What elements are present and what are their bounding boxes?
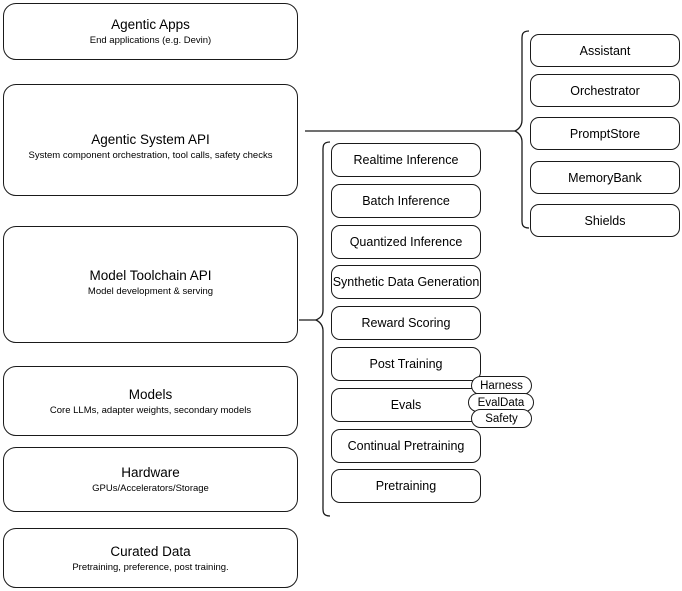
- component-reward-scoring[interactable]: Reward Scoring: [331, 306, 481, 340]
- layer-hardware[interactable]: Hardware GPUs/Accelerators/Storage: [3, 447, 298, 512]
- component-label: Synthetic Data Generation: [332, 275, 480, 289]
- layer-title: Agentic Apps: [111, 17, 190, 32]
- component-label: Reward Scoring: [361, 316, 451, 330]
- layer-title: Curated Data: [110, 543, 191, 559]
- component-memorybank[interactable]: MemoryBank: [530, 161, 680, 194]
- component-label: PromptStore: [569, 126, 641, 141]
- component-label: Quantized Inference: [349, 235, 463, 249]
- component-quantized-inference[interactable]: Quantized Inference: [331, 225, 481, 259]
- layer-models[interactable]: Models Core LLMs, adapter weights, secon…: [3, 366, 298, 436]
- component-post-training[interactable]: Post Training: [331, 347, 481, 381]
- layer-text-block: Hardware GPUs/Accelerators/Storage: [92, 464, 209, 495]
- component-label: Pretraining: [375, 479, 437, 493]
- layer-title: Model Toolchain API: [89, 268, 212, 283]
- layer-subtitle: Pretraining, preference, post training.: [72, 561, 229, 573]
- component-orchestrator[interactable]: Orchestrator: [530, 74, 680, 107]
- layer-subtitle: GPUs/Accelerators/Storage: [92, 483, 209, 494]
- component-label: Realtime Inference: [353, 153, 459, 167]
- layer-text-block: Model Toolchain API Model development & …: [88, 267, 213, 298]
- component-pretraining[interactable]: Pretraining: [331, 469, 481, 503]
- component-label: Continual Pretraining: [347, 439, 465, 453]
- component-promptstore[interactable]: PromptStore: [530, 117, 680, 150]
- layer-subtitle: End applications (e.g. Devin): [89, 35, 212, 46]
- component-assistant[interactable]: Assistant: [530, 34, 680, 67]
- component-label: Orchestrator: [570, 83, 640, 98]
- eval-pill-label: Harness: [480, 379, 523, 392]
- component-realtime-inference[interactable]: Realtime Inference: [331, 143, 481, 177]
- layer-model-toolchain-api[interactable]: Model Toolchain API Model development & …: [3, 226, 298, 343]
- eval-pill-safety[interactable]: Safety: [471, 409, 532, 428]
- layer-curated-data[interactable]: Curated Data Pretraining, preference, po…: [3, 528, 298, 588]
- layer-text-block: Models Core LLMs, adapter weights, secon…: [50, 386, 251, 417]
- component-evals[interactable]: Evals: [331, 388, 481, 422]
- layer-agentic-apps[interactable]: Agentic Apps End applications (e.g. Devi…: [3, 3, 298, 60]
- layer-subtitle: System component orchestration, tool cal…: [28, 149, 273, 161]
- component-shields[interactable]: Shields: [530, 204, 680, 237]
- layer-subtitle: Core LLMs, adapter weights, secondary mo…: [49, 404, 252, 416]
- component-synthetic-data-generation[interactable]: Synthetic Data Generation: [331, 265, 481, 299]
- layer-title: Hardware: [121, 465, 180, 480]
- layer-text-block: Agentic System API System component orch…: [29, 131, 273, 162]
- layer-agentic-system-api[interactable]: Agentic System API System component orch…: [3, 84, 298, 196]
- component-label: Batch Inference: [362, 194, 450, 208]
- layer-title: Models: [128, 386, 173, 402]
- layer-text-block: Agentic Apps End applications (e.g. Devi…: [90, 16, 211, 47]
- layer-text-block: Curated Data Pretraining, preference, po…: [72, 543, 228, 574]
- layer-subtitle: Model development & serving: [87, 286, 214, 297]
- component-label: Assistant: [579, 43, 631, 58]
- component-continual-pretraining[interactable]: Continual Pretraining: [331, 429, 481, 463]
- component-label: MemoryBank: [568, 170, 642, 185]
- layer-title: Agentic System API: [91, 131, 210, 147]
- eval-pill-label: EvalData: [477, 396, 525, 409]
- component-label: Evals: [390, 398, 422, 412]
- component-label: Post Training: [369, 357, 443, 371]
- component-batch-inference[interactable]: Batch Inference: [331, 184, 481, 218]
- component-label: Shields: [584, 213, 626, 228]
- brace-agentic-system-components: [513, 30, 530, 229]
- brace-model-toolchain-components: [314, 141, 331, 517]
- eval-pill-label: Safety: [485, 412, 518, 425]
